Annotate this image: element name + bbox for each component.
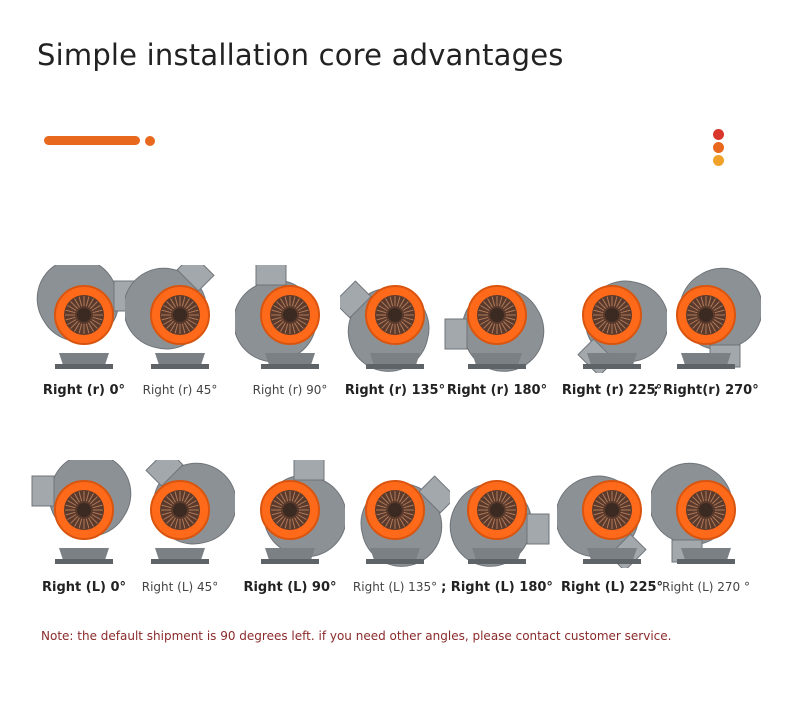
decorative-dots [713,129,725,168]
fan-image-l-180 [442,460,552,572]
fan-image-l-45 [125,448,237,572]
fan-angle-label: ; Right (L) 180° [441,580,553,595]
fan-angle-label: Right (L) 90° [243,580,337,595]
fan-angle-label: Right (L) 0° [41,580,127,595]
fan-image-r-180 [442,265,552,377]
fan-image-l-135 [340,460,457,572]
accent-bar [44,136,140,145]
fan-image-r-90 [233,262,345,377]
accent-dot [145,136,155,146]
shipment-note: Note: the default shipment is 90 degrees… [41,629,672,643]
fan-angle-label: Right (r) 180° [446,383,548,398]
fan-image-r-135 [333,265,450,377]
dot-yellow [713,155,724,166]
fan-image-r-225 [557,265,669,377]
dot-orange [713,142,724,153]
fan-image-l-225 [555,460,667,572]
fan-angle-label: Right (r) 0° [42,383,126,398]
fan-angle-label: Right (r) 45° [142,383,218,397]
fan-angle-label: Right (r) 135° [344,383,446,398]
fan-angle-label: Right (r) 90° [252,383,328,397]
fan-image-l-0 [29,453,139,572]
fan-image-l-270 [649,460,761,572]
fan-image-l-90 [235,457,347,572]
fan-angle-label: Right (L) 45° [141,580,219,594]
page-title: Simple installation core advantages [37,38,564,72]
fan-angle-label: Right (L) 225° [560,580,664,595]
dot-red [713,129,724,140]
fan-image-r-0 [29,258,139,377]
fan-image-r-270 [651,265,763,377]
fan-angle-label: ; Right(r) 270° [653,383,759,398]
fan-angle-label: Right (L) 135° [352,580,438,594]
fan-angle-label: Right (r) 225° [561,383,663,398]
fan-image-r-45 [123,253,235,377]
fan-angle-label: Right (L) 270 ° [662,580,750,594]
